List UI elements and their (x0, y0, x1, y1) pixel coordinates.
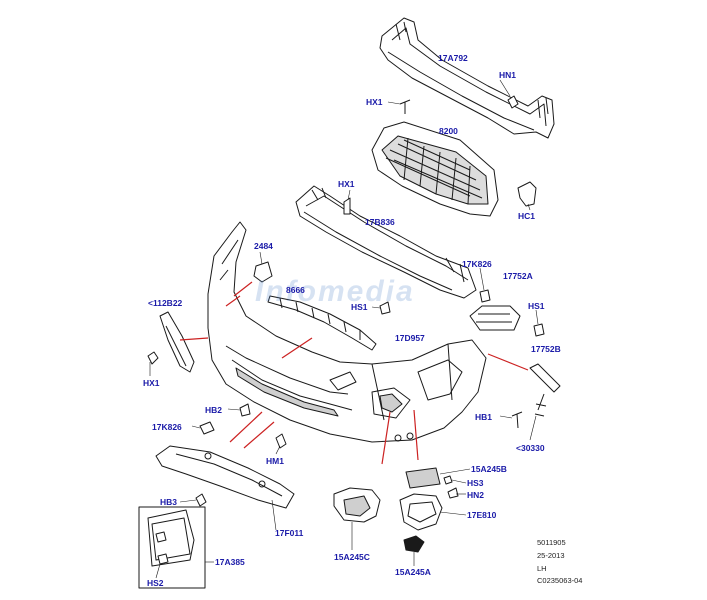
callout-15a245c: 15A245C (334, 552, 370, 562)
fog-bezel-15a245b (405, 467, 441, 489)
callout-17752a: 17752A (503, 271, 533, 281)
lamp-bracket-17752a (469, 305, 521, 331)
bumper-strip (267, 295, 377, 351)
callout-hx1-mid: HX1 (338, 179, 355, 189)
reference-line-1: 5011905 (537, 538, 566, 547)
callout-hn2: HN2 (467, 490, 485, 500)
callout-112b22: <112B22 (148, 298, 183, 308)
reference-line-2: 25-2013 (537, 551, 565, 560)
callout-17752b: 17752B (531, 344, 561, 354)
callout-17k826-top: 17K826 (462, 259, 492, 269)
reference-line-3: LH (537, 564, 547, 573)
callout-hs1-a: HS1 (351, 302, 368, 312)
watermark-text: Infomedia (255, 275, 415, 308)
bumper-beam (379, 17, 555, 139)
callout-hb2: HB2 (205, 405, 223, 415)
callout-hc1: HC1 (518, 211, 536, 221)
callout-15a245a: 15A245A (395, 567, 431, 577)
fasteners (147, 95, 547, 565)
reference-line-4: C0235063-04 (537, 576, 583, 585)
callout-17b836: 17B836 (365, 217, 395, 227)
callout-17a385: 17A385 (215, 557, 245, 567)
fog-lamp-17e810 (399, 493, 443, 531)
callout-17d957: 17D957 (395, 333, 425, 343)
callout-hs2: HS2 (147, 578, 164, 588)
fog-cover-15a245a (403, 535, 425, 553)
bumper-cover (207, 221, 487, 443)
callout-hs3: HS3 (467, 478, 484, 488)
callout-17e810: 17E810 (467, 510, 497, 520)
callout-8200: 8200 (439, 126, 458, 136)
callout-15a245b: 15A245B (471, 464, 507, 474)
callout-hm1: HM1 (266, 456, 284, 466)
callout-hs1-b: HS1 (528, 301, 545, 311)
undertray (155, 445, 295, 509)
callout-17k826-low: 17K826 (152, 422, 182, 432)
callout-17a792: 17A792 (438, 53, 468, 63)
callout-leaders (149, 79, 539, 579)
callout-hx1-left: HX1 (143, 378, 160, 388)
callout-hb3: HB3 (160, 497, 178, 507)
bracket-hc1 (517, 181, 537, 207)
callout-hx1-top: HX1 (366, 97, 383, 107)
fog-bezel-15a245c (333, 487, 381, 523)
licence-plate-bracket (138, 506, 206, 589)
leader-lines (179, 281, 529, 465)
radiator-grille (371, 121, 499, 217)
lamp-bracket-17752b (529, 363, 561, 393)
callout-2484: 2484 (254, 241, 273, 251)
side-bracket (159, 311, 195, 373)
callout-17f011: 17F011 (275, 528, 304, 538)
upper-closing-panel (295, 185, 477, 299)
callout-hb1: HB1 (475, 412, 493, 422)
callout-8666: 8666 (286, 285, 305, 295)
callout-hn1: HN1 (499, 70, 517, 80)
grille-insert-2484 (253, 261, 273, 283)
callout-30330: <30330 (516, 443, 545, 453)
